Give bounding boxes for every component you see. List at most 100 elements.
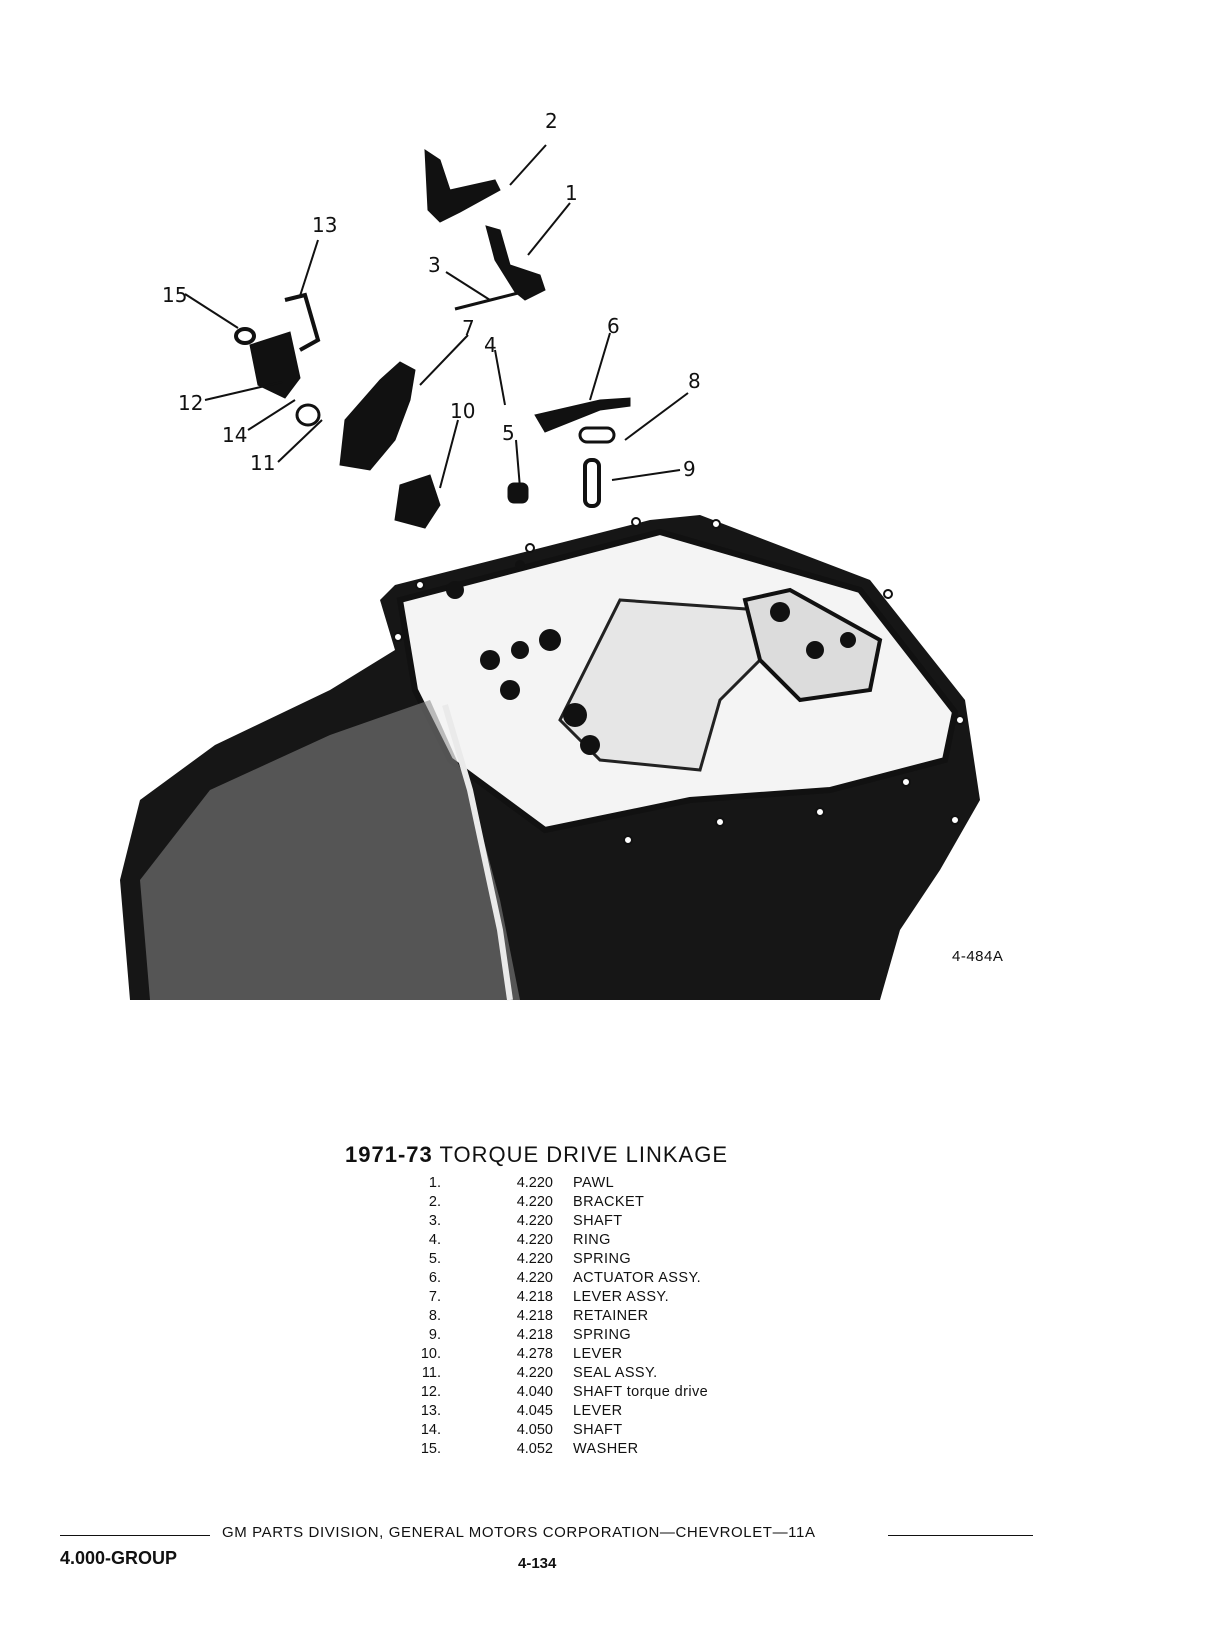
callout-7: 7 [462,316,475,340]
section-title: 1971-73 TORQUE DRIVE LINKAGE [345,1142,728,1168]
part-number: 13. [420,1403,441,1419]
part-number: 6. [428,1270,441,1286]
part-number: 14. [420,1422,441,1438]
part-number: 12. [420,1384,441,1400]
lever-13-part [284,292,321,352]
callout-5: 5 [502,421,515,445]
parts-list-row: 11. 4.220 SEAL ASSY. [395,1364,708,1383]
callout-10: 10 [450,399,475,423]
part-description: SHAFT [573,1422,623,1438]
parts-list-row: 2. 4.220 BRACKET [395,1193,708,1212]
footer-rule-left [60,1535,210,1536]
spring-9-part [583,458,601,508]
group-code: 4.045 [516,1403,553,1419]
part-number: 5. [428,1251,441,1267]
callout-8: 8 [688,369,701,393]
callout-1: 1 [565,181,578,205]
part-description: LEVER [573,1403,623,1419]
actuator-part [534,397,631,433]
part-description: SPRING [573,1251,631,1267]
group-code: 4.218 [516,1289,553,1305]
lever-10-part [394,474,441,529]
group-code: 4.218 [516,1327,553,1343]
part-description: ACTUATOR ASSY. [573,1270,702,1286]
bracket-part [424,149,501,223]
part-description: SPRING [573,1327,631,1343]
parts-list-row: 6. 4.220 ACTUATOR ASSY. [395,1269,708,1288]
part-number: 9. [428,1327,441,1343]
transmission-case [120,515,980,1001]
part-description: PAWL [573,1175,615,1191]
part-description: WASHER [573,1441,639,1457]
group-code: 4.220 [516,1270,553,1286]
callout-15: 15 [162,283,187,307]
part-number: 8. [428,1308,441,1324]
part-description: LEVER [573,1346,623,1362]
footer-rule-right [888,1535,1033,1536]
parts-list-row: 5. 4.220 SPRING [395,1250,708,1269]
group-code: 4.052 [516,1441,553,1457]
washer-part [234,327,256,345]
callout-9: 9 [683,457,696,481]
callout-2: 2 [545,109,558,133]
parts-list-row: 15. 4.052 WASHER [395,1440,708,1459]
group-code: 4.040 [516,1384,553,1400]
spring-5-part [507,482,529,504]
callout-11: 11 [250,451,275,475]
part-description: RING [573,1232,611,1248]
part-number: 11. [421,1365,441,1381]
callout-labels: 1 2 3 4 5 6 7 8 9 10 11 12 13 14 15 [162,109,701,481]
seal-assy-part [295,403,321,427]
parts-list-row: 9. 4.218 SPRING [395,1326,708,1345]
group-code: 4.220 [516,1232,553,1248]
pawl-part [485,225,546,301]
parts-list-row: 4. 4.220 RING [395,1231,708,1250]
shaft-torque-drive-part [249,331,301,399]
callout-3: 3 [428,253,441,277]
part-description: SHAFT torque drive [573,1384,709,1400]
figure-id: 4-484A [952,948,1004,965]
part-description: SEAL ASSY. [573,1365,658,1381]
parts-list-row: 14. 4.050 SHAFT [395,1421,708,1440]
group-code: 4.218 [516,1308,553,1324]
parts-list-row: 12. 4.040 SHAFT torque drive [395,1383,708,1402]
part-number: 10. [420,1346,441,1362]
part-number: 4. [428,1232,441,1248]
callout-14: 14 [222,423,247,447]
exploded-view-illustration: 1 2 3 4 5 6 7 8 9 10 11 12 13 14 15 [120,109,980,1001]
parts-list-row: 13. 4.045 LEVER [395,1402,708,1421]
parts-list-row: 10. 4.278 LEVER [395,1345,708,1364]
group-code: 4.050 [516,1422,553,1438]
parts-list-row: 8. 4.218 RETAINER [395,1307,708,1326]
callout-6: 6 [607,314,620,338]
shaft-part [454,290,523,311]
group-code: 4.220 [516,1365,553,1381]
leader-lines [184,144,689,489]
group-label: 4.000-GROUP [60,1548,178,1568]
part-description: BRACKET [573,1194,645,1210]
group-code: 4.220 [516,1175,553,1191]
group-code: 4.220 [516,1194,553,1210]
title-text: TORQUE DRIVE LINKAGE [439,1142,729,1167]
page-number: 4-134 [518,1555,557,1572]
lever-assy-part [339,361,416,471]
footer-publisher: GM PARTS DIVISION, GENERAL MOTORS CORPOR… [222,1524,816,1541]
part-description: SHAFT [573,1213,623,1229]
group-code: 4.278 [516,1346,553,1362]
callout-12: 12 [178,391,203,415]
group-code: 4.220 [516,1251,553,1267]
group-code: 4.220 [516,1213,553,1229]
part-number: 15. [420,1441,441,1457]
title-years: 1971-73 [345,1142,433,1167]
part-number: 1. [428,1175,441,1191]
part-number: 2. [428,1194,441,1210]
linkage-parts [234,149,631,529]
parts-list-row: 1. 4.220 PAWL [395,1174,708,1193]
part-description: RETAINER [573,1308,649,1324]
callout-13: 13 [312,213,337,237]
retainer-part [578,426,616,444]
callout-4: 4 [484,333,497,357]
